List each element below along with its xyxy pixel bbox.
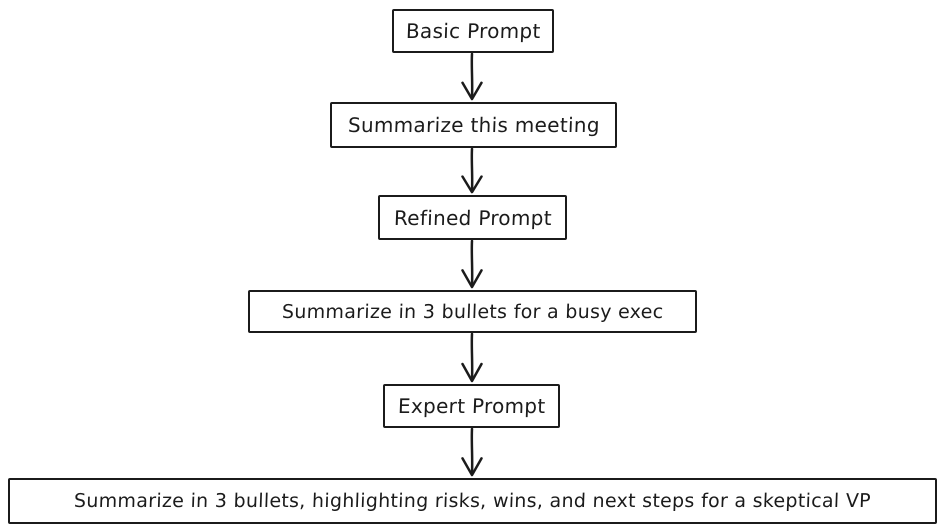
node-basic-prompt: Basic Prompt: [392, 9, 554, 53]
node-label: Summarize in 3 bullets for a busy exec: [281, 300, 664, 323]
node-label: Expert Prompt: [397, 394, 546, 418]
node-label: Basic Prompt: [405, 19, 541, 43]
node-refined-prompt: Refined Prompt: [378, 195, 567, 240]
arrow-down-icon: [461, 240, 483, 289]
node-refined-example: Summarize in 3 bullets for a busy exec: [248, 290, 697, 333]
node-label: Refined Prompt: [393, 205, 552, 230]
arrow-down-icon: [461, 428, 483, 477]
node-expert-prompt: Expert Prompt: [383, 384, 560, 428]
node-label: Summarize this meeting: [347, 113, 600, 137]
node-label: Summarize in 3 bullets, highlighting ris…: [73, 490, 872, 512]
node-expert-example: Summarize in 3 bullets, highlighting ris…: [8, 478, 937, 524]
node-basic-example: Summarize this meeting: [330, 102, 617, 148]
arrow-down-icon: [461, 148, 483, 194]
arrow-down-icon: [461, 53, 483, 101]
arrow-down-icon: [461, 333, 483, 383]
